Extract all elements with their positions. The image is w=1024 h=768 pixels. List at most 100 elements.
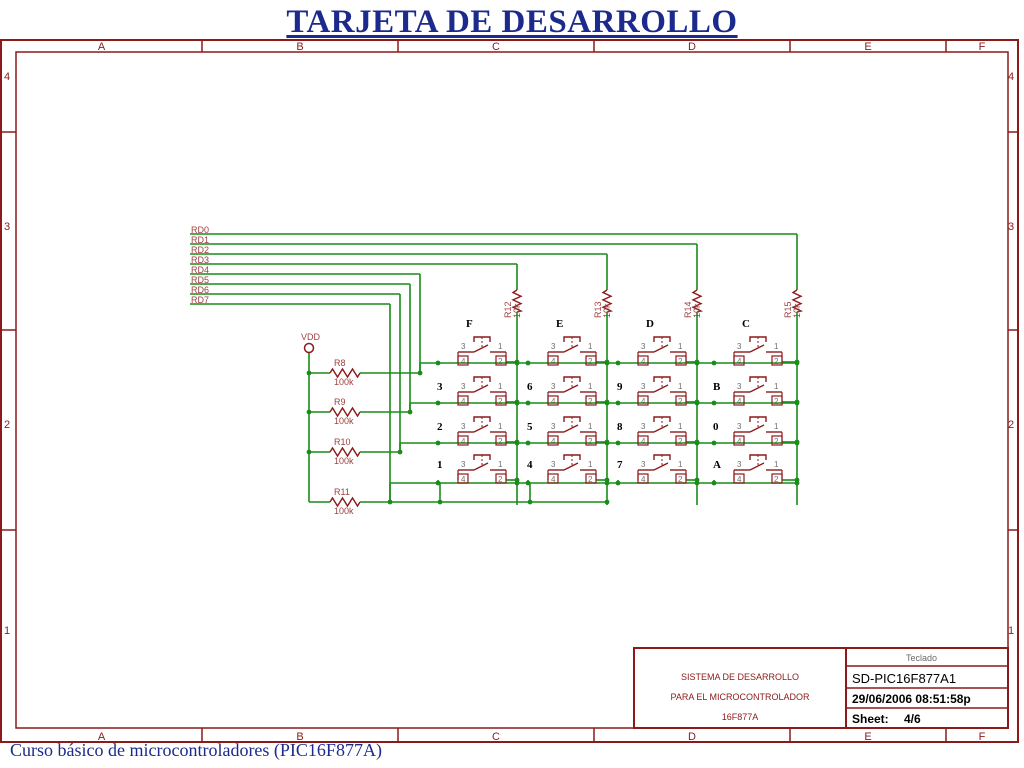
- resistor-value: 10k: [692, 303, 702, 318]
- frame-col-label-bottom: E: [864, 731, 871, 743]
- switch-pin-number: 2: [498, 397, 503, 406]
- switch-pin-number: 1: [498, 382, 503, 391]
- wiring: [190, 233, 798, 505]
- net-label: RD5: [191, 275, 209, 285]
- junction-dot: [407, 409, 413, 415]
- tb-line3: 16F877A: [722, 712, 759, 722]
- switch-pin-number: 1: [678, 342, 683, 351]
- switch-pin-number: 3: [737, 382, 742, 391]
- switch-pin-number: 2: [498, 357, 503, 366]
- switch-pin-number: 3: [551, 460, 556, 469]
- switch-pin-number: 3: [641, 382, 646, 391]
- frame-row-label-left: 3: [4, 221, 10, 233]
- junction-dot: [514, 400, 520, 406]
- switch-pin-number: 2: [588, 397, 593, 406]
- junction-dot: [794, 440, 800, 446]
- switch-pin-number: 4: [737, 357, 742, 366]
- switch-pin-number: 3: [737, 460, 742, 469]
- junction-dot: [387, 499, 393, 505]
- switch-pin-number: 4: [641, 397, 646, 406]
- switch-pin-number: 1: [588, 422, 593, 431]
- resistor-value: 10k: [792, 303, 802, 318]
- junction-dot: [437, 499, 443, 505]
- frame-col-label-bottom: B: [296, 731, 303, 743]
- frame-col-label-bottom: C: [492, 731, 500, 743]
- resistor-symbol: [601, 289, 614, 313]
- switch-pin-number: 2: [588, 357, 593, 366]
- frame-col-label-top: A: [98, 41, 106, 53]
- switch-pin-number: 2: [498, 437, 503, 446]
- page-title: TARJETA DE DESARROLLO: [286, 4, 738, 40]
- junction-dot: [514, 480, 520, 486]
- switch-lever: [749, 344, 765, 353]
- key-label: 2: [437, 421, 443, 433]
- junction-dot: [794, 480, 800, 486]
- key-label: D: [646, 318, 654, 330]
- switch-lever: [653, 462, 669, 471]
- resistor-value: 10k: [602, 303, 612, 318]
- switch-pin-number: 3: [551, 342, 556, 351]
- switch-pin-number: 3: [737, 422, 742, 431]
- switch-pin-number: 3: [551, 422, 556, 431]
- key-label: 4: [527, 459, 533, 471]
- switch-lever: [473, 462, 489, 471]
- switch-pin-number: 1: [588, 460, 593, 469]
- junction-dot: [694, 440, 700, 446]
- switch-lever: [749, 424, 765, 433]
- switch-lever: [563, 384, 579, 393]
- switch-pin-number: 3: [461, 422, 466, 431]
- junction-dot: [435, 400, 441, 406]
- junction-dot: [397, 449, 403, 455]
- junction-dot: [711, 400, 717, 406]
- key-label: 0: [713, 421, 719, 433]
- switch-pin-number: 1: [774, 422, 779, 431]
- frame-row-label-right: 3: [1008, 221, 1014, 233]
- switch-pin-number: 4: [641, 475, 646, 484]
- junction-dot: [615, 400, 621, 406]
- resistor-symbol: [511, 289, 524, 313]
- switch-lever: [473, 384, 489, 393]
- switch-pin-number: 4: [551, 475, 556, 484]
- title-block: Teclado SISTEMA DE DESARROLLO PARA EL MI…: [633, 647, 1009, 729]
- switch-pin-number: 4: [461, 397, 466, 406]
- footer-caption: Curso básico de microcontroladores (PIC1…: [10, 740, 382, 760]
- switch-pin-number: 3: [641, 460, 646, 469]
- switch-pin-number: 2: [678, 437, 683, 446]
- switch-pin-number: 2: [498, 475, 503, 484]
- switch-lever: [563, 424, 579, 433]
- key-label: E: [556, 318, 563, 330]
- junction-dot: [527, 499, 533, 505]
- junction-dot: [711, 360, 717, 366]
- switch-pin-number: 1: [498, 342, 503, 351]
- switch-pin-number: 2: [588, 437, 593, 446]
- frame-col-label-top: E: [864, 41, 871, 53]
- key-label: 7: [617, 459, 623, 471]
- sheet-label: Sheet:: [852, 712, 889, 726]
- vdd-label: VDD: [301, 332, 321, 342]
- switch-pin-number: 1: [774, 382, 779, 391]
- key-label: 8: [617, 421, 623, 433]
- resistor-symbol: [329, 406, 361, 418]
- frame-col-label-top: B: [296, 41, 303, 53]
- junction-dot: [417, 370, 423, 376]
- resistor-name: R14: [683, 301, 693, 318]
- resistor-symbol: [329, 496, 361, 508]
- switch-pin-number: 1: [774, 460, 779, 469]
- switch-pin-number: 1: [678, 422, 683, 431]
- switch-pin-number: 1: [678, 460, 683, 469]
- resistor-value: 100k: [334, 377, 354, 387]
- tb-line2: PARA EL MICROCONTROLADOR: [670, 692, 810, 702]
- drawing-date: 29/06/2006 08:51:58p: [852, 692, 971, 706]
- switch-pin-number: 4: [461, 357, 466, 366]
- key-label: F: [466, 318, 473, 330]
- switch-pin-number: 4: [641, 437, 646, 446]
